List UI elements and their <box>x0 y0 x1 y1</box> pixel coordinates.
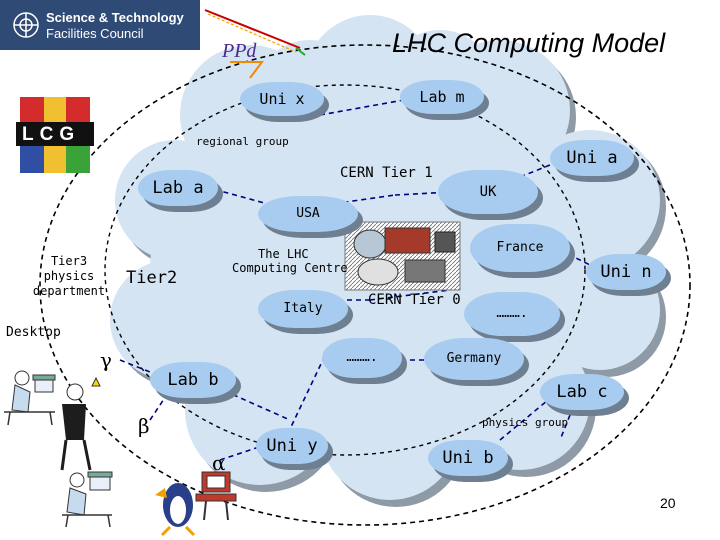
node-uni-b: Uni b <box>428 440 508 476</box>
regional-group-label: regional group <box>196 135 289 148</box>
particle-track-icon <box>204 9 306 79</box>
gamma-symbol: γ <box>100 348 112 372</box>
beta-symbol: β <box>138 414 150 438</box>
node-germany: Germany <box>424 338 524 380</box>
alpha-symbol: α <box>212 451 226 475</box>
node-uni-x: Uni x <box>240 82 324 116</box>
node-uni-n: Uni n <box>586 254 666 290</box>
node-uni-a-label: Uni a <box>566 148 618 168</box>
page-number: 20 <box>660 495 676 511</box>
node-dots-right-label: ………. <box>496 306 528 321</box>
node-usa-label: USA <box>296 206 320 221</box>
node-italy: Italy <box>258 290 348 328</box>
lcg-logo <box>16 97 94 173</box>
node-usa: USA <box>258 196 358 232</box>
node-uni-n-label: Uni n <box>600 262 652 282</box>
page-title: LHC Computing Model <box>392 28 666 58</box>
desktop-user-icon <box>4 370 56 426</box>
desktop-user-icon-2 <box>62 471 113 528</box>
lcg-logo-text: LCG <box>22 124 81 145</box>
org-logo-line2: Facilities Council <box>46 26 144 41</box>
node-france-label: France <box>496 240 544 255</box>
node-dots-right: ………. <box>464 292 560 336</box>
center-label-line1: The LHC <box>258 247 309 261</box>
node-dots-bottom-label: ………. <box>346 350 378 365</box>
idea-person-icon <box>60 376 101 471</box>
tier3-line1: Tier3 <box>50 254 88 268</box>
node-lab-m: Lab m <box>400 80 484 114</box>
physics-group-label: physics group <box>482 416 569 429</box>
node-france: France <box>470 224 570 272</box>
node-uni-x-label: Uni x <box>259 90 305 108</box>
node-uni-y-label: Uni y <box>266 436 318 456</box>
tier2-label: Tier2 <box>126 268 178 288</box>
node-lab-c-label: Lab c <box>556 382 608 402</box>
node-lab-m-label: Lab m <box>419 88 465 106</box>
stfc-emblem-icon <box>13 12 39 38</box>
ppd-logo: PPd <box>222 40 257 62</box>
org-logo-text: Science & Technology Facilities Council <box>46 10 184 42</box>
center-label-line2: Computing Centre <box>232 261 348 275</box>
tier3-line3: department <box>32 284 106 298</box>
node-germany-label: Germany <box>446 351 502 366</box>
tier3-label: Tier3 physics department <box>24 254 114 299</box>
node-lab-b-label: Lab b <box>167 370 219 390</box>
node-lab-c: Lab c <box>540 374 624 410</box>
tier3-line2: physics <box>43 269 95 283</box>
node-lab-a-label: Lab a <box>152 178 204 198</box>
cern-detector-image <box>344 221 461 291</box>
desktop-label: Desktop <box>6 325 61 340</box>
node-italy-label: Italy <box>283 301 323 316</box>
bird-mascot-icon <box>155 483 196 537</box>
cern-tier0-label: CERN Tier 0 <box>368 292 461 308</box>
node-uni-b-label: Uni b <box>442 448 494 468</box>
node-uk: UK <box>438 170 538 214</box>
node-uk-label: UK <box>479 184 497 200</box>
tier2-ring <box>104 84 586 456</box>
node-uni-y: Uni y <box>256 428 328 464</box>
node-lab-a: Lab a <box>138 170 218 206</box>
workstation-icon <box>195 471 237 521</box>
node-uni-a: Uni a <box>550 140 634 176</box>
outer-tier-ring <box>39 44 691 526</box>
node-dots-bottom: ………. <box>322 338 402 378</box>
node-lab-b: Lab b <box>150 362 236 398</box>
org-logo-line1: Science & Technology <box>46 10 184 25</box>
cern-tier1-label: CERN Tier 1 <box>340 165 433 181</box>
